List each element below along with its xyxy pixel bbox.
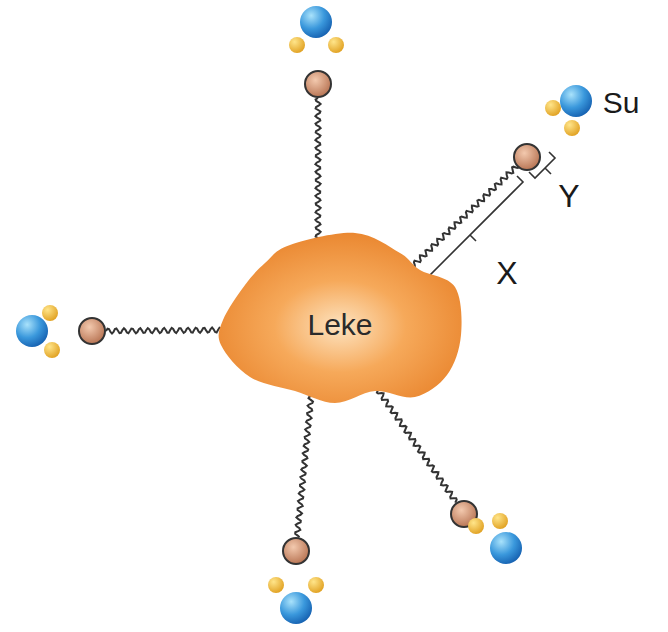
water-molecules xyxy=(16,6,592,624)
tail xyxy=(295,388,314,537)
tail xyxy=(377,390,457,503)
tails xyxy=(106,98,519,537)
tail xyxy=(315,98,320,250)
dimension-label: Y xyxy=(558,180,579,212)
node-label: Leke xyxy=(307,308,372,342)
tail xyxy=(106,328,230,334)
water-label: Su xyxy=(603,88,640,118)
stain-blob: Leke xyxy=(215,225,465,425)
dimension-label: X xyxy=(496,257,517,289)
heads xyxy=(79,71,540,564)
